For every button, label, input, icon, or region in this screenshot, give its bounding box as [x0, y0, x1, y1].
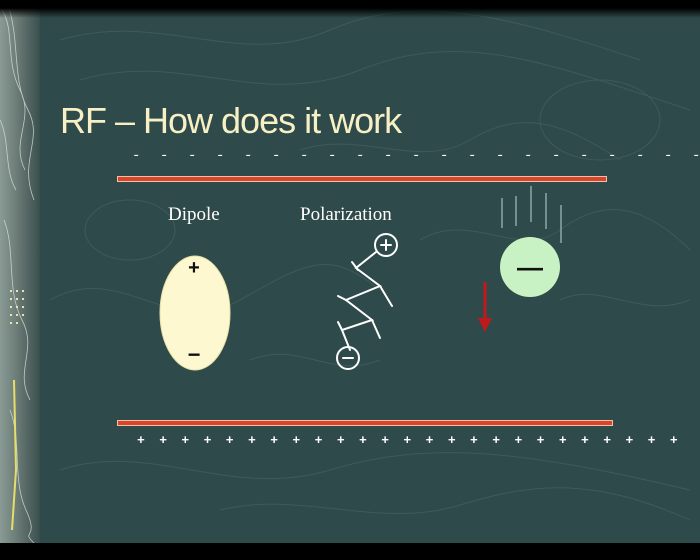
polarized-molecule-icon — [336, 233, 398, 370]
bottom-capacitor-plate — [117, 420, 613, 426]
dipole-label: Dipole — [168, 204, 220, 225]
down-arrow-icon — [478, 282, 492, 332]
dipole-positive-sign: + — [188, 257, 200, 279]
dipole-ellipse-icon — [159, 255, 231, 371]
negative-ion-icon — [500, 237, 560, 297]
top-black-band — [0, 0, 700, 18]
decorative-map-strip — [0, 0, 40, 543]
map-contours-icon — [0, 4, 35, 543]
rf-diagram: + − — — [159, 186, 562, 371]
ion-negative-sign: — — [517, 252, 543, 282]
slide-title: RF – How does it work — [60, 100, 402, 141]
slide: RF – How does it work - - - - - - - - - … — [0, 0, 700, 543]
motion-lines-icon — [501, 186, 562, 243]
polarization-label: Polarization — [300, 204, 392, 225]
top-capacitor-plate — [117, 176, 607, 182]
bottom-plate-positive-charges: + + + + + + + + + + + + + + + + + + + + … — [137, 433, 681, 448]
top-plate-negative-charges: - - - - - - - - - - - - - - - - - - - - … — [132, 148, 700, 164]
contour-background — [49, 10, 691, 521]
bottom-black-band — [0, 543, 700, 560]
dipole-negative-sign: − — [188, 342, 201, 367]
